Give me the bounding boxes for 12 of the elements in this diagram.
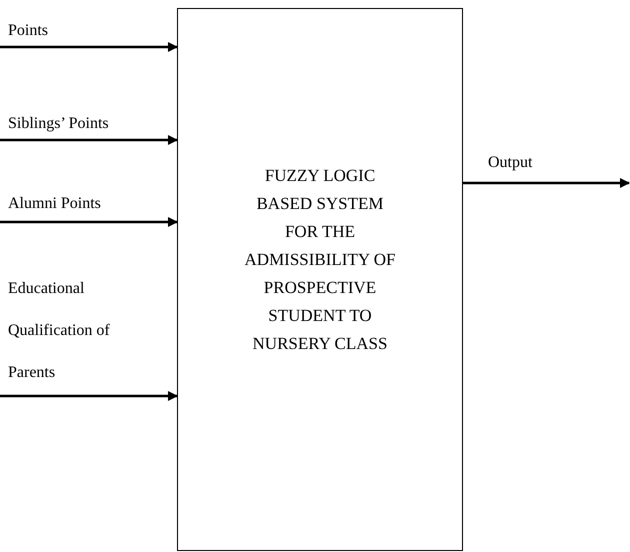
input-label: Siblings’ Points: [0, 113, 170, 140]
input-label: Alumni Points: [0, 193, 170, 222]
edge-label: Output: [488, 154, 532, 172]
arrow: [0, 391, 178, 401]
input-label: Educational Qualification of Parents: [0, 268, 140, 396]
arrow: [463, 178, 630, 188]
box-title: FUZZY LOGIC BASED SYSTEM FOR THE ADMISSIBILITY OF PROSPECTIVE STUDENT TO NURSERY CLASS: [244, 164, 396, 354]
input-label: Points: [0, 20, 170, 47]
arrow: [0, 217, 178, 227]
arrow: [0, 42, 178, 52]
process-box: [177, 8, 463, 551]
arrow: [0, 135, 178, 145]
